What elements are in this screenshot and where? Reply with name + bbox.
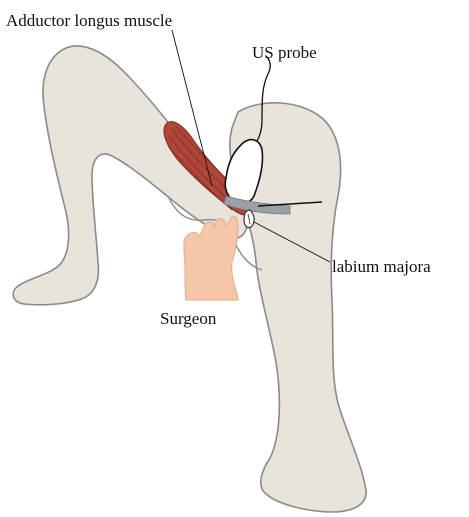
- label-surgeon: Surgeon: [160, 309, 217, 328]
- label-labium: labium majora: [332, 257, 431, 276]
- label-probe: US probe: [252, 43, 317, 62]
- surgeon-hand: [184, 217, 238, 300]
- label-muscle: Adductor longus muscle: [6, 11, 172, 30]
